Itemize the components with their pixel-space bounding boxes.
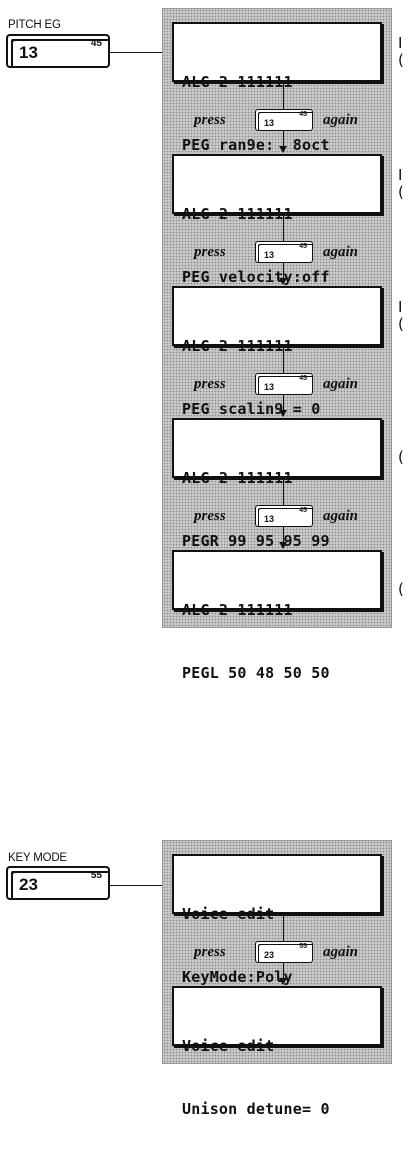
mini-key-superscript: 45 — [299, 375, 307, 382]
arrow-down-icon — [279, 978, 287, 985]
again-text: again — [323, 508, 359, 524]
key-mode-key-button[interactable]: 23 55 — [6, 866, 110, 900]
press-text: press — [194, 508, 226, 524]
arrow-down-icon — [279, 542, 287, 549]
lcd-line-2: PEG velocity:off — [182, 268, 330, 286]
mini-key-number: 13 — [264, 382, 275, 392]
lcd-screen: ALG 2 111111 PEG scalin9 = 0 — [172, 286, 382, 418]
pitch-eg-key-button[interactable]: 13 45 — [6, 34, 110, 68]
edge-text: ( — [398, 448, 404, 466]
key-number: 13 — [19, 43, 38, 62]
again-text: again — [323, 376, 359, 392]
press-again-row: press 13 45 again — [172, 109, 382, 133]
press-text: press — [194, 944, 226, 960]
lcd-line-2: PEG ran9e: 8oct — [182, 136, 330, 154]
lcd-screen: ALG 2 111111 PEGL 50 48 50 50 — [172, 550, 382, 682]
key-superscript: 45 — [90, 38, 102, 49]
key-mode-label: KEY MODE — [8, 852, 67, 864]
lcd-line-2: Unison detune= 0 — [182, 1100, 330, 1118]
lcd-line-1: ALG 2 111111 — [182, 337, 293, 355]
edge-text: ( — [398, 51, 404, 69]
lcd-screen: ALG 2 111111 PEGR 99 95 95 99 — [172, 418, 382, 550]
lcd-line-1: ALG 2 111111 — [182, 205, 293, 223]
lcd-line-2: PEGL 50 48 50 50 — [182, 664, 330, 682]
arrow-down-icon — [279, 146, 287, 153]
press-again-row: press 13 45 again — [172, 373, 382, 397]
press-again-row: press 23 55 again — [172, 941, 382, 965]
arrow-down-icon — [279, 278, 287, 285]
connector-line — [110, 885, 164, 886]
press-again-row: press 13 45 again — [172, 241, 382, 265]
edge-text: I — [398, 34, 403, 52]
mini-key-number: 13 — [264, 118, 275, 128]
mini-key-button: 13 45 — [255, 109, 313, 131]
lcd-line-2: PEG scalin9 = 0 — [182, 400, 321, 418]
connector-line — [110, 52, 164, 53]
press-text: press — [194, 112, 226, 128]
edge-text: ( — [398, 580, 404, 598]
key-number: 23 — [19, 875, 38, 894]
mini-key-button: 13 45 — [255, 373, 313, 395]
mini-key-number: 13 — [264, 514, 275, 524]
mini-key-number: 13 — [264, 250, 275, 260]
lcd-screen: ALG 2 111111 PEG ran9e: 8oct — [172, 22, 382, 154]
lcd-line-1: ALG 2 111111 — [182, 469, 293, 487]
again-text: again — [323, 244, 359, 260]
lcd-line-1: ALG 2 111111 — [182, 73, 293, 91]
press-again-row: press 13 45 again — [172, 505, 382, 529]
edge-text: I — [398, 166, 403, 184]
mini-key-button: 13 45 — [255, 505, 313, 527]
again-text: again — [323, 112, 359, 128]
mini-key-number: 23 — [264, 950, 275, 960]
lcd-line-1: Voice edit — [182, 905, 275, 923]
key-superscript: 55 — [90, 870, 102, 881]
arrow-down-icon — [279, 410, 287, 417]
mini-key-superscript: 45 — [299, 243, 307, 250]
mini-key-button: 13 45 — [255, 241, 313, 263]
edge-text: I — [398, 298, 403, 316]
press-text: press — [194, 376, 226, 392]
press-text: press — [194, 244, 226, 260]
mini-key-button: 23 55 — [255, 941, 313, 963]
pitch-eg-section: PITCH EG 13 45 ALG 2 111111 PEG ran9e: 8… — [6, 8, 404, 682]
mini-key-superscript: 45 — [299, 507, 307, 514]
pitch-eg-label: PITCH EG — [8, 19, 61, 31]
key-mode-section: KEY MODE 23 55 Voice edit KeyMode:Poly p… — [0, 838, 416, 1118]
lcd-line-1: ALG 2 111111 — [182, 601, 293, 619]
mini-key-superscript: 45 — [299, 111, 307, 118]
lcd-screen: ALG 2 111111 PEG velocity:off — [172, 154, 382, 286]
lcd-screen: Voice edit Unison detune= 0 — [172, 986, 382, 1118]
lcd-line-2: PEGR 99 95 95 99 — [182, 532, 330, 550]
edge-text: ( — [398, 183, 404, 201]
edge-text: ( — [398, 315, 404, 333]
lcd-line-1: Voice edit — [182, 1037, 275, 1055]
mini-key-superscript: 55 — [299, 943, 307, 950]
again-text: again — [323, 944, 359, 960]
lcd-screen: Voice edit KeyMode:Poly — [172, 854, 382, 986]
lcd-line-2: KeyMode:Poly — [182, 968, 293, 986]
